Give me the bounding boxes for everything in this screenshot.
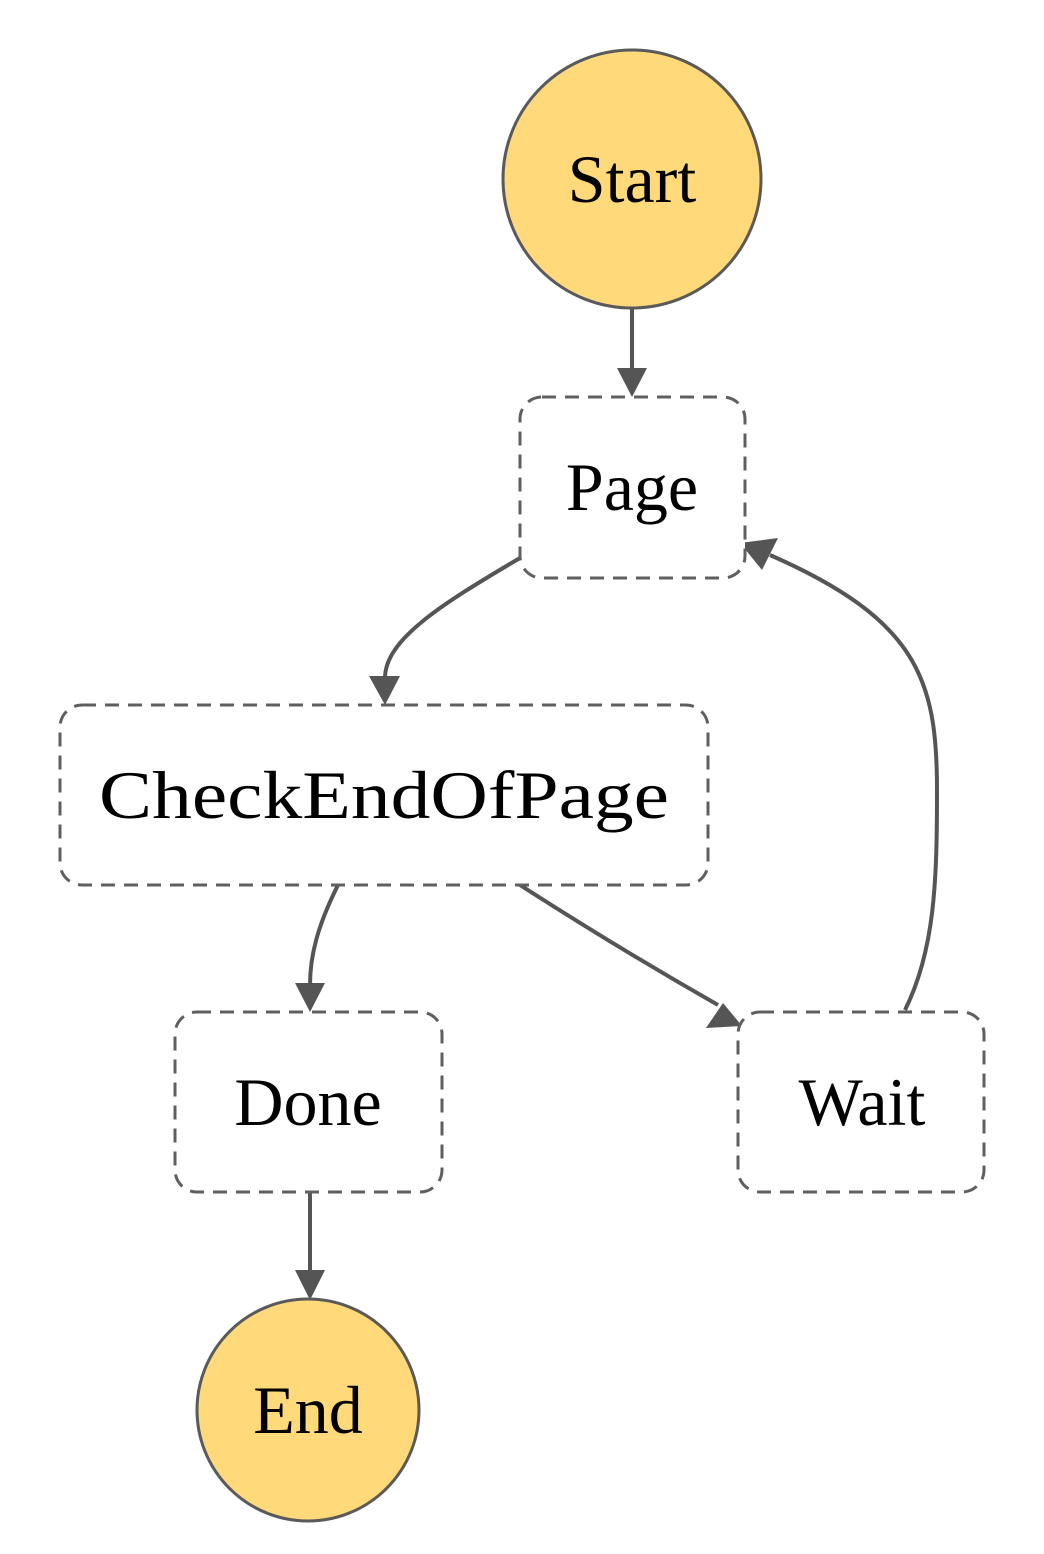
page-state-label: Page [566, 449, 698, 525]
start-node[interactable]: Start [501, 48, 763, 310]
done-state-box [173, 1010, 444, 1194]
page-state-node[interactable]: Page [518, 395, 747, 580]
checkendofpage-state-node[interactable]: CheckEndOfPage [58, 703, 710, 887]
done-state-label: Done [234, 1064, 381, 1140]
page-state-box [518, 395, 747, 580]
end-circle [195, 1297, 421, 1523]
start-label: Start [568, 141, 697, 217]
edge-page-to-checkendofpage [369, 556, 522, 705]
checkendofpage-state-box [58, 703, 710, 887]
wait-state-box [736, 1010, 986, 1194]
edge-done-to-end [295, 1192, 325, 1300]
edge-wait-to-page [740, 538, 940, 1011]
wait-state-label: Wait [799, 1064, 926, 1140]
start-circle [501, 48, 763, 310]
edge-checkendofpage-to-wait [518, 883, 742, 1028]
edge-start-to-page [617, 308, 647, 397]
edges [295, 308, 940, 1300]
end-node[interactable]: End [195, 1297, 421, 1523]
wait-state-node[interactable]: Wait [736, 1010, 986, 1194]
checkendofpage-state-label: CheckEndOfPage [99, 757, 669, 833]
edge-checkendofpage-to-done [295, 884, 340, 1012]
end-label: End [253, 1372, 363, 1448]
done-state-node[interactable]: Done [173, 1010, 444, 1194]
